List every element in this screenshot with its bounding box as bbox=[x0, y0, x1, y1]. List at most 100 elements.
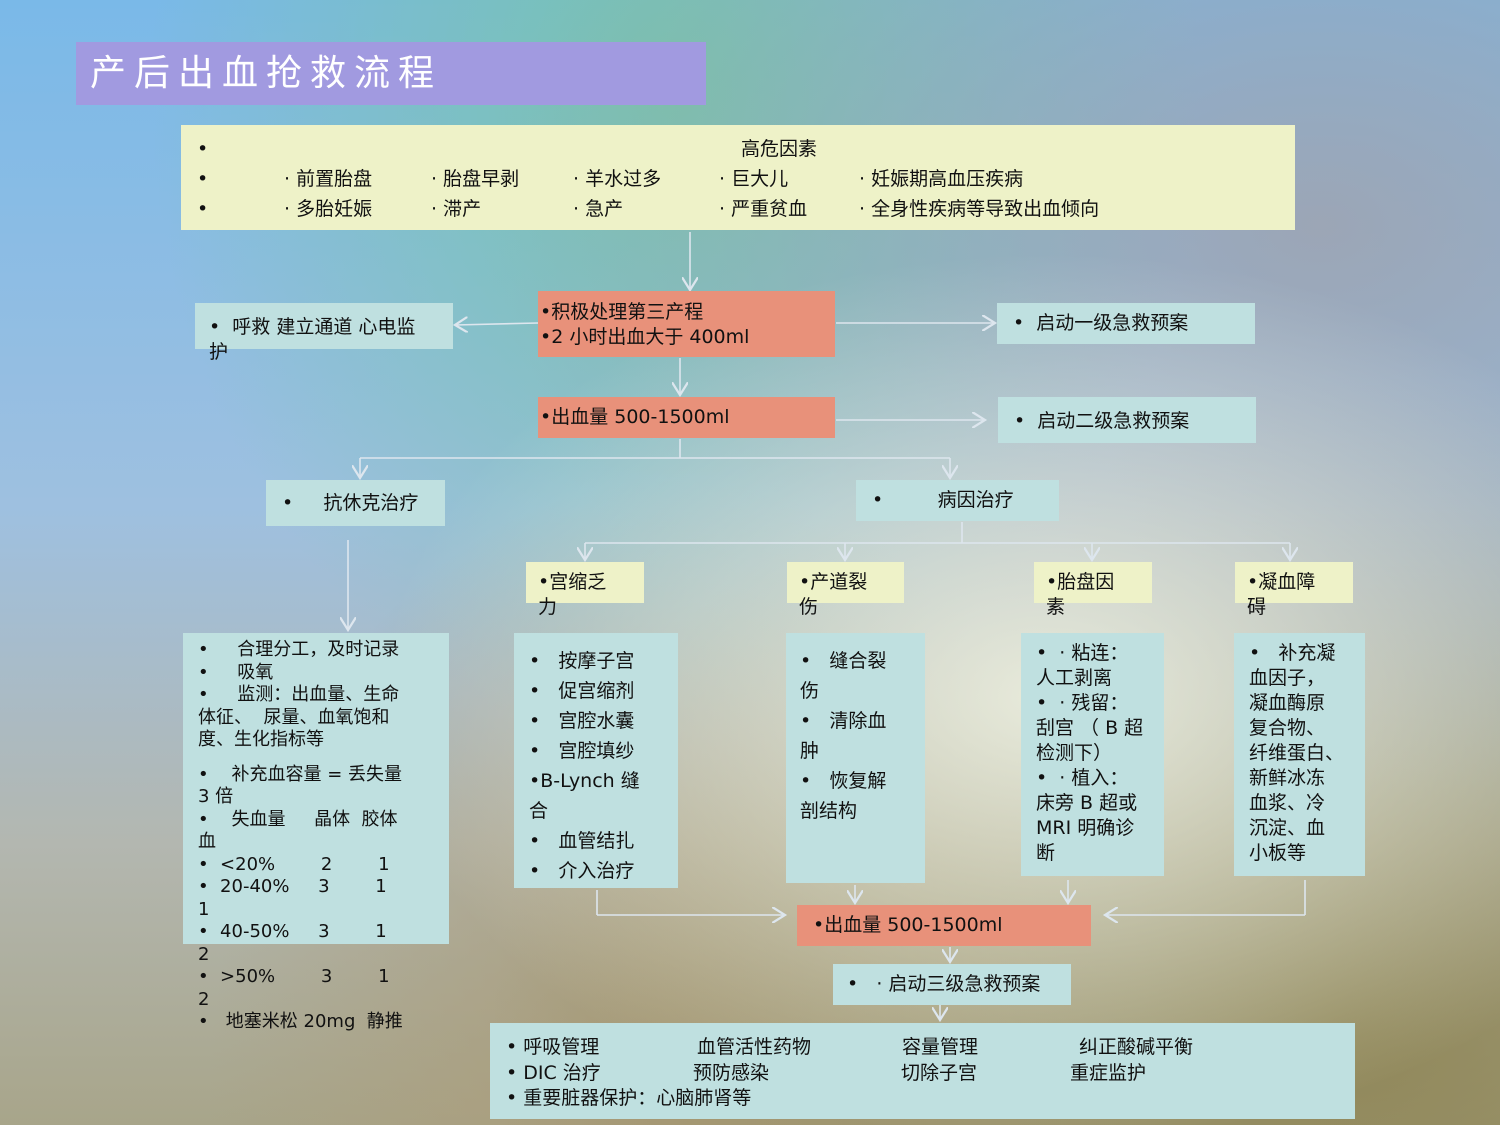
bullet: • bbox=[197, 198, 209, 220]
management-item: • 重要脏器保护：心脑肺肾等 bbox=[506, 1087, 752, 1109]
blood-loss-box-2: •出血量 500-1500ml bbox=[797, 905, 1091, 946]
rescue-call-box: • 呼救 建立通道 心电监 护 bbox=[195, 303, 453, 363]
detail-line: • · 残留： bbox=[1036, 692, 1129, 714]
management-item: • DIC 治疗 bbox=[506, 1062, 601, 1084]
risk-item: · 滞产 bbox=[431, 198, 482, 220]
detail-line: 血 bbox=[198, 831, 216, 852]
detail-line: 人工剥离 bbox=[1036, 667, 1113, 689]
detail-line: • 介入治疗 bbox=[529, 860, 635, 882]
detail-line: • 血管结扎 bbox=[529, 830, 635, 852]
management-item: 纠正酸碱平衡 bbox=[1079, 1036, 1194, 1058]
detail-line: 凝血酶原 bbox=[1249, 692, 1326, 714]
detail-line: 床旁 B 超或 bbox=[1036, 792, 1138, 814]
risk-item: · 妊娠期高血压疾病 bbox=[859, 168, 1024, 190]
detail-line: • <20% 2 1 bbox=[198, 853, 390, 875]
uterine-atony-details: • 按摩子宫 • 促宫缩剂 • 宫腔水囊 • 宫腔填纱 •B-Lynch 缝 合… bbox=[514, 633, 678, 888]
detail-line: 复合物、 bbox=[1249, 717, 1326, 739]
risk-item: · 前置胎盘 bbox=[284, 168, 373, 190]
detail-line: 血浆、冷 bbox=[1249, 792, 1326, 814]
laceration-details: • 缝合裂 伤 • 清除血 肿 • 恢复解 剖结构 bbox=[786, 633, 925, 883]
level-two-plan-box: • 启动二级急救预案 bbox=[998, 397, 1256, 443]
detail-line: 断 bbox=[1036, 842, 1056, 864]
detail-line: 合 bbox=[529, 800, 549, 822]
label-line: 力 bbox=[538, 596, 558, 618]
risk-item: · 急产 bbox=[573, 198, 624, 220]
detail-line: • 合理分工，及时记录 bbox=[198, 639, 400, 660]
rescue-call-line: • 呼救 建立通道 心电监 bbox=[209, 316, 416, 338]
management-item: 切除子宫 bbox=[901, 1062, 978, 1084]
management-item: 容量管理 bbox=[902, 1036, 979, 1058]
risk-item: · 严重贫血 bbox=[719, 198, 808, 220]
risk-header: 高危因素 bbox=[741, 138, 818, 160]
detail-line: 剖结构 bbox=[800, 800, 858, 822]
uterine-atony-label: •宫缩乏 力 bbox=[526, 562, 644, 618]
page-title: 产后出血抢救流程 bbox=[76, 42, 706, 105]
anti-shock-box: • 抗休克治疗 bbox=[266, 480, 445, 526]
detail-line: • 补充血容量 = 丢失量 bbox=[198, 763, 403, 785]
detail-line: • 按摩子宫 bbox=[529, 650, 635, 672]
detail-line: 2 bbox=[198, 943, 210, 965]
detail-line: 1 bbox=[198, 898, 210, 920]
rescue-call-line: 护 bbox=[209, 341, 229, 363]
coagulation-details: • 补充凝 血因子， 凝血酶原 复合物、 纤维蛋白、 新鲜冰冻 血浆、冷 沉淀、… bbox=[1234, 633, 1365, 876]
level-three-plan-box: • · 启动三级急救预案 bbox=[833, 964, 1071, 1005]
blood-loss-box-1: •出血量 500-1500ml bbox=[538, 397, 835, 438]
detail-line: 沉淀、血 bbox=[1249, 817, 1326, 839]
detail-line: 检测下） bbox=[1036, 742, 1113, 764]
third-stage-line: •2 小时出血大于 400ml bbox=[540, 326, 750, 348]
detail-line: 血因子， bbox=[1249, 667, 1326, 689]
detail-line: 3 倍 bbox=[198, 786, 234, 807]
risk-item: · 全身性疾病等导致出血倾向 bbox=[859, 198, 1100, 220]
risk-item: · 羊水过多 bbox=[573, 168, 662, 190]
risk-item: · 胎盘早剥 bbox=[431, 168, 520, 190]
birth-canal-laceration-label: •产道裂 伤 bbox=[787, 562, 904, 618]
detail-line: • 清除血 bbox=[800, 710, 887, 732]
management-item: • 呼吸管理 bbox=[506, 1036, 600, 1058]
detail-line: 体征、 尿量、血氧饱和 bbox=[198, 706, 390, 728]
detail-line: 小板等 bbox=[1249, 842, 1307, 864]
detail-line: 2 bbox=[198, 988, 210, 1010]
detail-line: • 吸氧 bbox=[198, 661, 274, 683]
detail-line: • · 粘连： bbox=[1036, 642, 1129, 664]
placenta-details: • · 粘连： 人工剥离 • · 残留： 刮宫 （ B 超 检测下） • · 植… bbox=[1021, 633, 1164, 876]
management-item: 血管活性药物 bbox=[697, 1036, 812, 1058]
label-line: •产道裂 bbox=[799, 571, 868, 593]
detail-line: • 宫腔水囊 bbox=[529, 710, 635, 732]
comprehensive-management-box: • 呼吸管理 血管活性药物 容量管理 纠正酸碱平衡 • DIC 治疗 预防感染 … bbox=[490, 1023, 1355, 1119]
detail-line: • 促宫缩剂 bbox=[529, 680, 635, 702]
detail-line: 肿 bbox=[800, 740, 820, 762]
bullet: • bbox=[197, 138, 209, 160]
label-line: •宫缩乏 bbox=[538, 571, 607, 593]
detail-line: • 监测：出血量、生命 bbox=[198, 684, 400, 705]
detail-line: 伤 bbox=[800, 680, 820, 702]
level-one-plan-box: • 启动一级急救预案 bbox=[997, 303, 1255, 344]
third-stage-line: •积极处理第三产程 bbox=[540, 301, 704, 323]
management-item: 重症监护 bbox=[1070, 1062, 1147, 1084]
detail-line: MRI 明确诊 bbox=[1036, 817, 1135, 839]
label-line: 碍 bbox=[1247, 596, 1267, 618]
detail-line: 度、生化指标等 bbox=[198, 729, 324, 750]
detail-line: • 宫腔填纱 bbox=[529, 740, 635, 762]
label-line: •胎盘因 bbox=[1046, 571, 1115, 593]
anti-shock-details: • 合理分工，及时记录 • 吸氧 • 监测：出血量、生命 体征、 尿量、血氧饱和… bbox=[183, 633, 449, 1032]
detail-spacer bbox=[198, 752, 449, 764]
detail-line: • 恢复解 bbox=[800, 770, 887, 792]
management-item: 预防感染 bbox=[693, 1062, 770, 1084]
detail-line: • 缝合裂 bbox=[800, 650, 887, 672]
detail-line: • 失血量 晶体 胶体 bbox=[198, 808, 398, 830]
third-stage-box: •积极处理第三产程 •2 小时出血大于 400ml bbox=[538, 291, 835, 357]
bullet: • bbox=[197, 168, 209, 190]
coagulation-disorder-label: •凝血障 碍 bbox=[1235, 562, 1353, 618]
label-line: •凝血障 bbox=[1247, 571, 1316, 593]
detail-line: 刮宫 （ B 超 bbox=[1036, 717, 1144, 739]
detail-line: • 40-50% 3 1 bbox=[198, 921, 387, 942]
placental-factor-label: •胎盘因 素 bbox=[1034, 562, 1152, 618]
detail-line: • 补充凝 bbox=[1249, 642, 1336, 664]
risk-item: · 多胎妊娠 bbox=[284, 198, 373, 220]
risk-item: · 巨大儿 bbox=[719, 168, 789, 190]
detail-line: • >50% 3 1 bbox=[198, 966, 390, 987]
detail-line: 新鲜冰冻 bbox=[1249, 767, 1326, 789]
risk-factors-box: • • • 高危因素 · 前置胎盘 · 胎盘早剥 · 羊水过多 · 巨大儿 · … bbox=[181, 125, 1295, 230]
detail-line: 纤维蛋白、 bbox=[1249, 742, 1345, 764]
detail-line: •B-Lynch 缝 bbox=[529, 770, 640, 792]
